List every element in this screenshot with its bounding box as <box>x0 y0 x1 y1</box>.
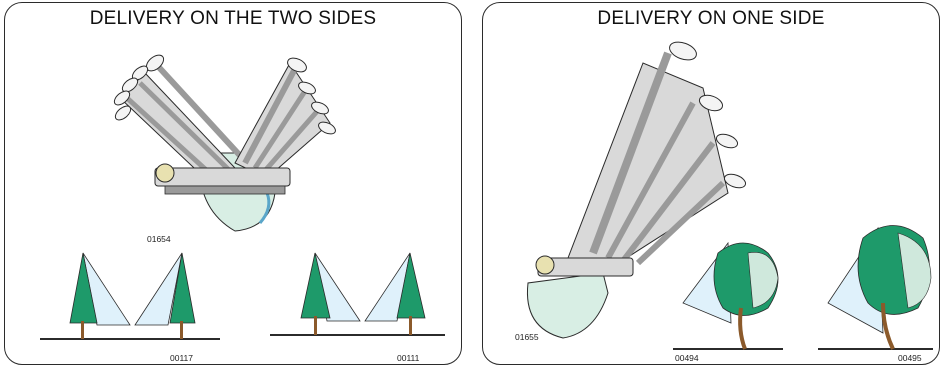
two-sides-illustration <box>5 3 462 365</box>
scene-two-rows-right <box>270 253 445 335</box>
panel-two-sides: DELIVERY ON THE TWO SIDES <box>4 2 462 365</box>
scene-one-side-right <box>818 226 933 350</box>
right-manifold <box>235 55 337 178</box>
single-manifold <box>568 39 747 273</box>
sprayer-code: 01655 <box>515 332 539 342</box>
mounting-frame <box>536 256 633 276</box>
one-side-illustration <box>483 3 940 365</box>
left-manifold <box>112 52 245 183</box>
scene-right-code: 00495 <box>898 353 922 363</box>
scene-right-code: 00111 <box>397 353 419 363</box>
scene-one-side-left <box>673 243 783 349</box>
mounting-frame <box>155 164 290 194</box>
scene-left-code: 00494 <box>675 353 699 363</box>
panel-one-side: DELIVERY ON ONE SIDE <box>482 2 940 365</box>
scene-left-code: 00117 <box>170 353 193 363</box>
scene-two-rows-left <box>40 253 220 339</box>
sprayer-tank <box>527 273 608 338</box>
sprayer-code: 01654 <box>147 234 171 244</box>
